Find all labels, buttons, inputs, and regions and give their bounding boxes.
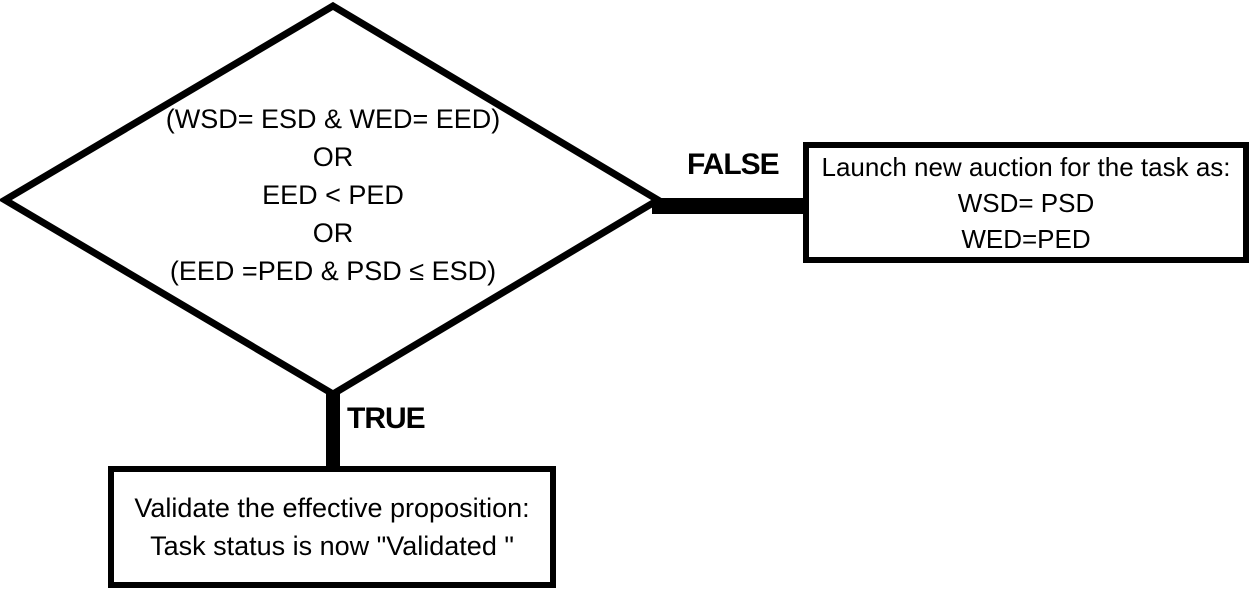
- condition-line-4: OR: [312, 218, 354, 248]
- condition-line-3: EED < PED: [262, 180, 404, 210]
- false-box-line-1: Launch new auction for the task as:: [821, 151, 1231, 182]
- true-box-line-2: Task status is now "Validated ": [150, 531, 514, 561]
- false-branch-label: FALSE: [687, 148, 780, 181]
- condition-line-5: (EED =PED & PSD ≤ ESD): [169, 256, 497, 286]
- launch-new-auction-box: Launch new auction for the task as: WSD=…: [803, 142, 1249, 263]
- validate-proposition-box: Validate the effective proposition: Task…: [108, 466, 556, 588]
- decision-diamond: [0, 1, 665, 399]
- true-connector-line: [326, 390, 340, 468]
- false-box-line-3: WED=PED: [961, 223, 1091, 254]
- true-box-line-1: Validate the effective proposition:: [134, 493, 530, 523]
- false-connector-line: [652, 198, 808, 214]
- true-branch-label: TRUE: [347, 402, 426, 435]
- decision-condition-text: (WSD= ESD & WED= EED) OR EED < PED OR (E…: [33, 100, 633, 290]
- condition-line-1: (WSD= ESD & WED= EED): [165, 104, 501, 134]
- condition-line-2: OR: [312, 142, 354, 172]
- false-box-line-2: WSD= PSD: [957, 187, 1095, 218]
